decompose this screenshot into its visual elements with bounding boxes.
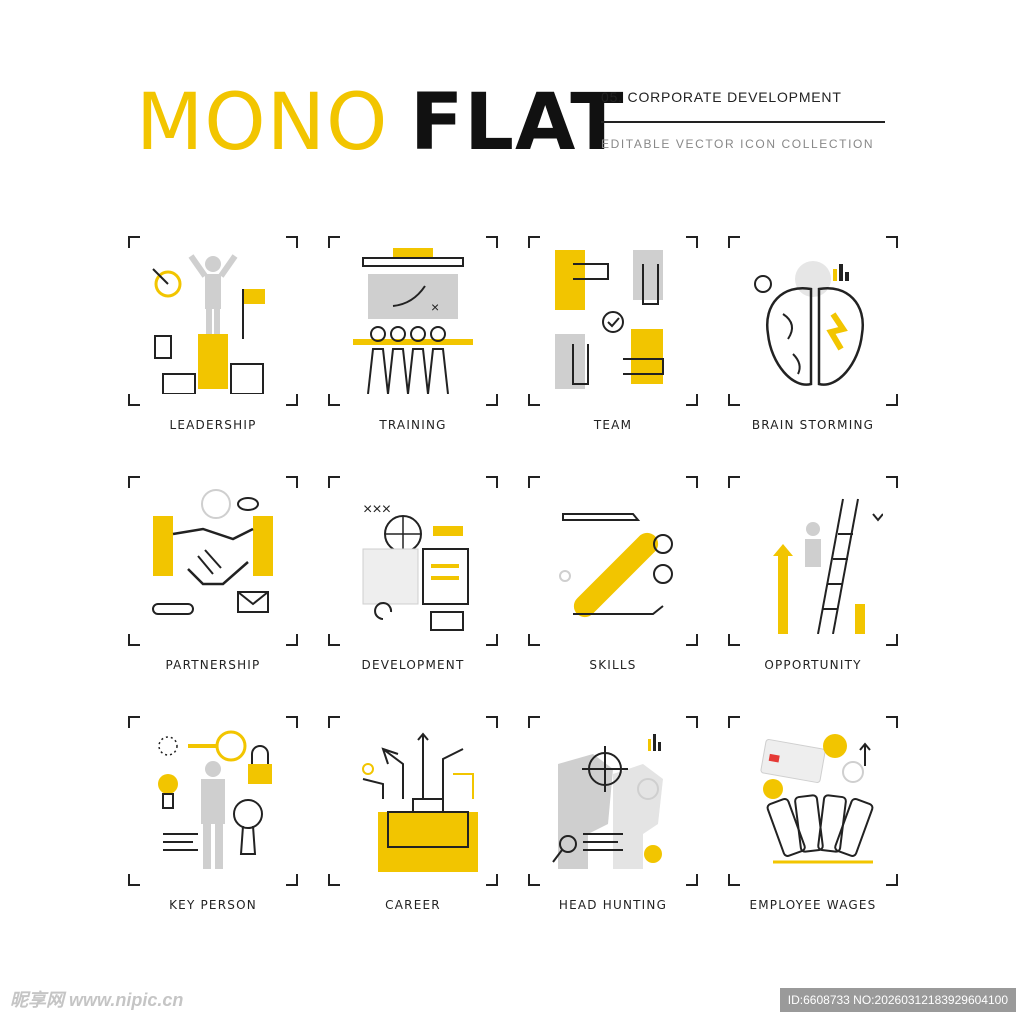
tile-career xyxy=(328,716,498,886)
label-partnership: PARTNERSHIP xyxy=(165,658,261,672)
tile-team xyxy=(528,236,698,406)
tagline: EDITABLE VECTOR ICON COLLECTION xyxy=(601,137,875,151)
key-person-icon xyxy=(158,730,272,869)
label-skills: SKILLS xyxy=(589,658,637,672)
label-brain-storming: BRAIN STORMING xyxy=(751,418,875,432)
watermark-left: 昵享网 www.nipic.cn xyxy=(10,990,184,1010)
label-development: DEVELOPMENT xyxy=(361,658,465,672)
partnership-icon xyxy=(152,489,273,615)
tile-development: ××× xyxy=(328,476,498,646)
career-icon xyxy=(362,732,478,872)
svg-text:×××: ××× xyxy=(363,501,391,518)
tile-employee-wages xyxy=(728,716,898,886)
tile-key-person xyxy=(128,716,298,886)
leadership-icon xyxy=(152,254,265,394)
opportunity-icon xyxy=(773,498,883,634)
label-career: CAREER xyxy=(385,898,441,912)
head-hunting-icon xyxy=(552,734,663,869)
employee-wages-icon xyxy=(760,734,874,864)
skills-icon xyxy=(559,513,673,618)
title-flat: FLAT xyxy=(410,78,625,168)
label-head-hunting: HEAD HUNTING xyxy=(558,898,668,912)
label-key-person: KEY PERSON xyxy=(169,898,257,912)
development-icon: ××× xyxy=(362,501,469,631)
tile-leadership xyxy=(128,236,298,406)
label-employee-wages: EMPLOYEE WAGES xyxy=(749,898,877,912)
tile-head-hunting xyxy=(528,716,698,886)
divider xyxy=(601,121,885,123)
tile-skills xyxy=(528,476,698,646)
label-training: TRAINING xyxy=(379,418,447,432)
title-mono: MONO xyxy=(136,78,389,168)
watermark-right: ID:6608733 NO:20260312183929604100 xyxy=(779,988,1016,1012)
label-leadership: LEADERSHIP xyxy=(169,418,257,432)
label-opportunity: OPPORTUNITY xyxy=(764,658,862,672)
subtitle: 05. CORPORATE DEVELOPMENT xyxy=(601,89,842,105)
brain-storming-icon xyxy=(754,261,865,386)
team-icon xyxy=(555,250,664,389)
tile-partnership xyxy=(128,476,298,646)
svg-text:×: × xyxy=(431,299,439,315)
tile-brain-storming xyxy=(728,236,898,406)
tile-training: × xyxy=(328,236,498,406)
label-team: TEAM xyxy=(593,418,633,432)
training-icon: × xyxy=(353,248,473,394)
tile-opportunity xyxy=(728,476,898,646)
